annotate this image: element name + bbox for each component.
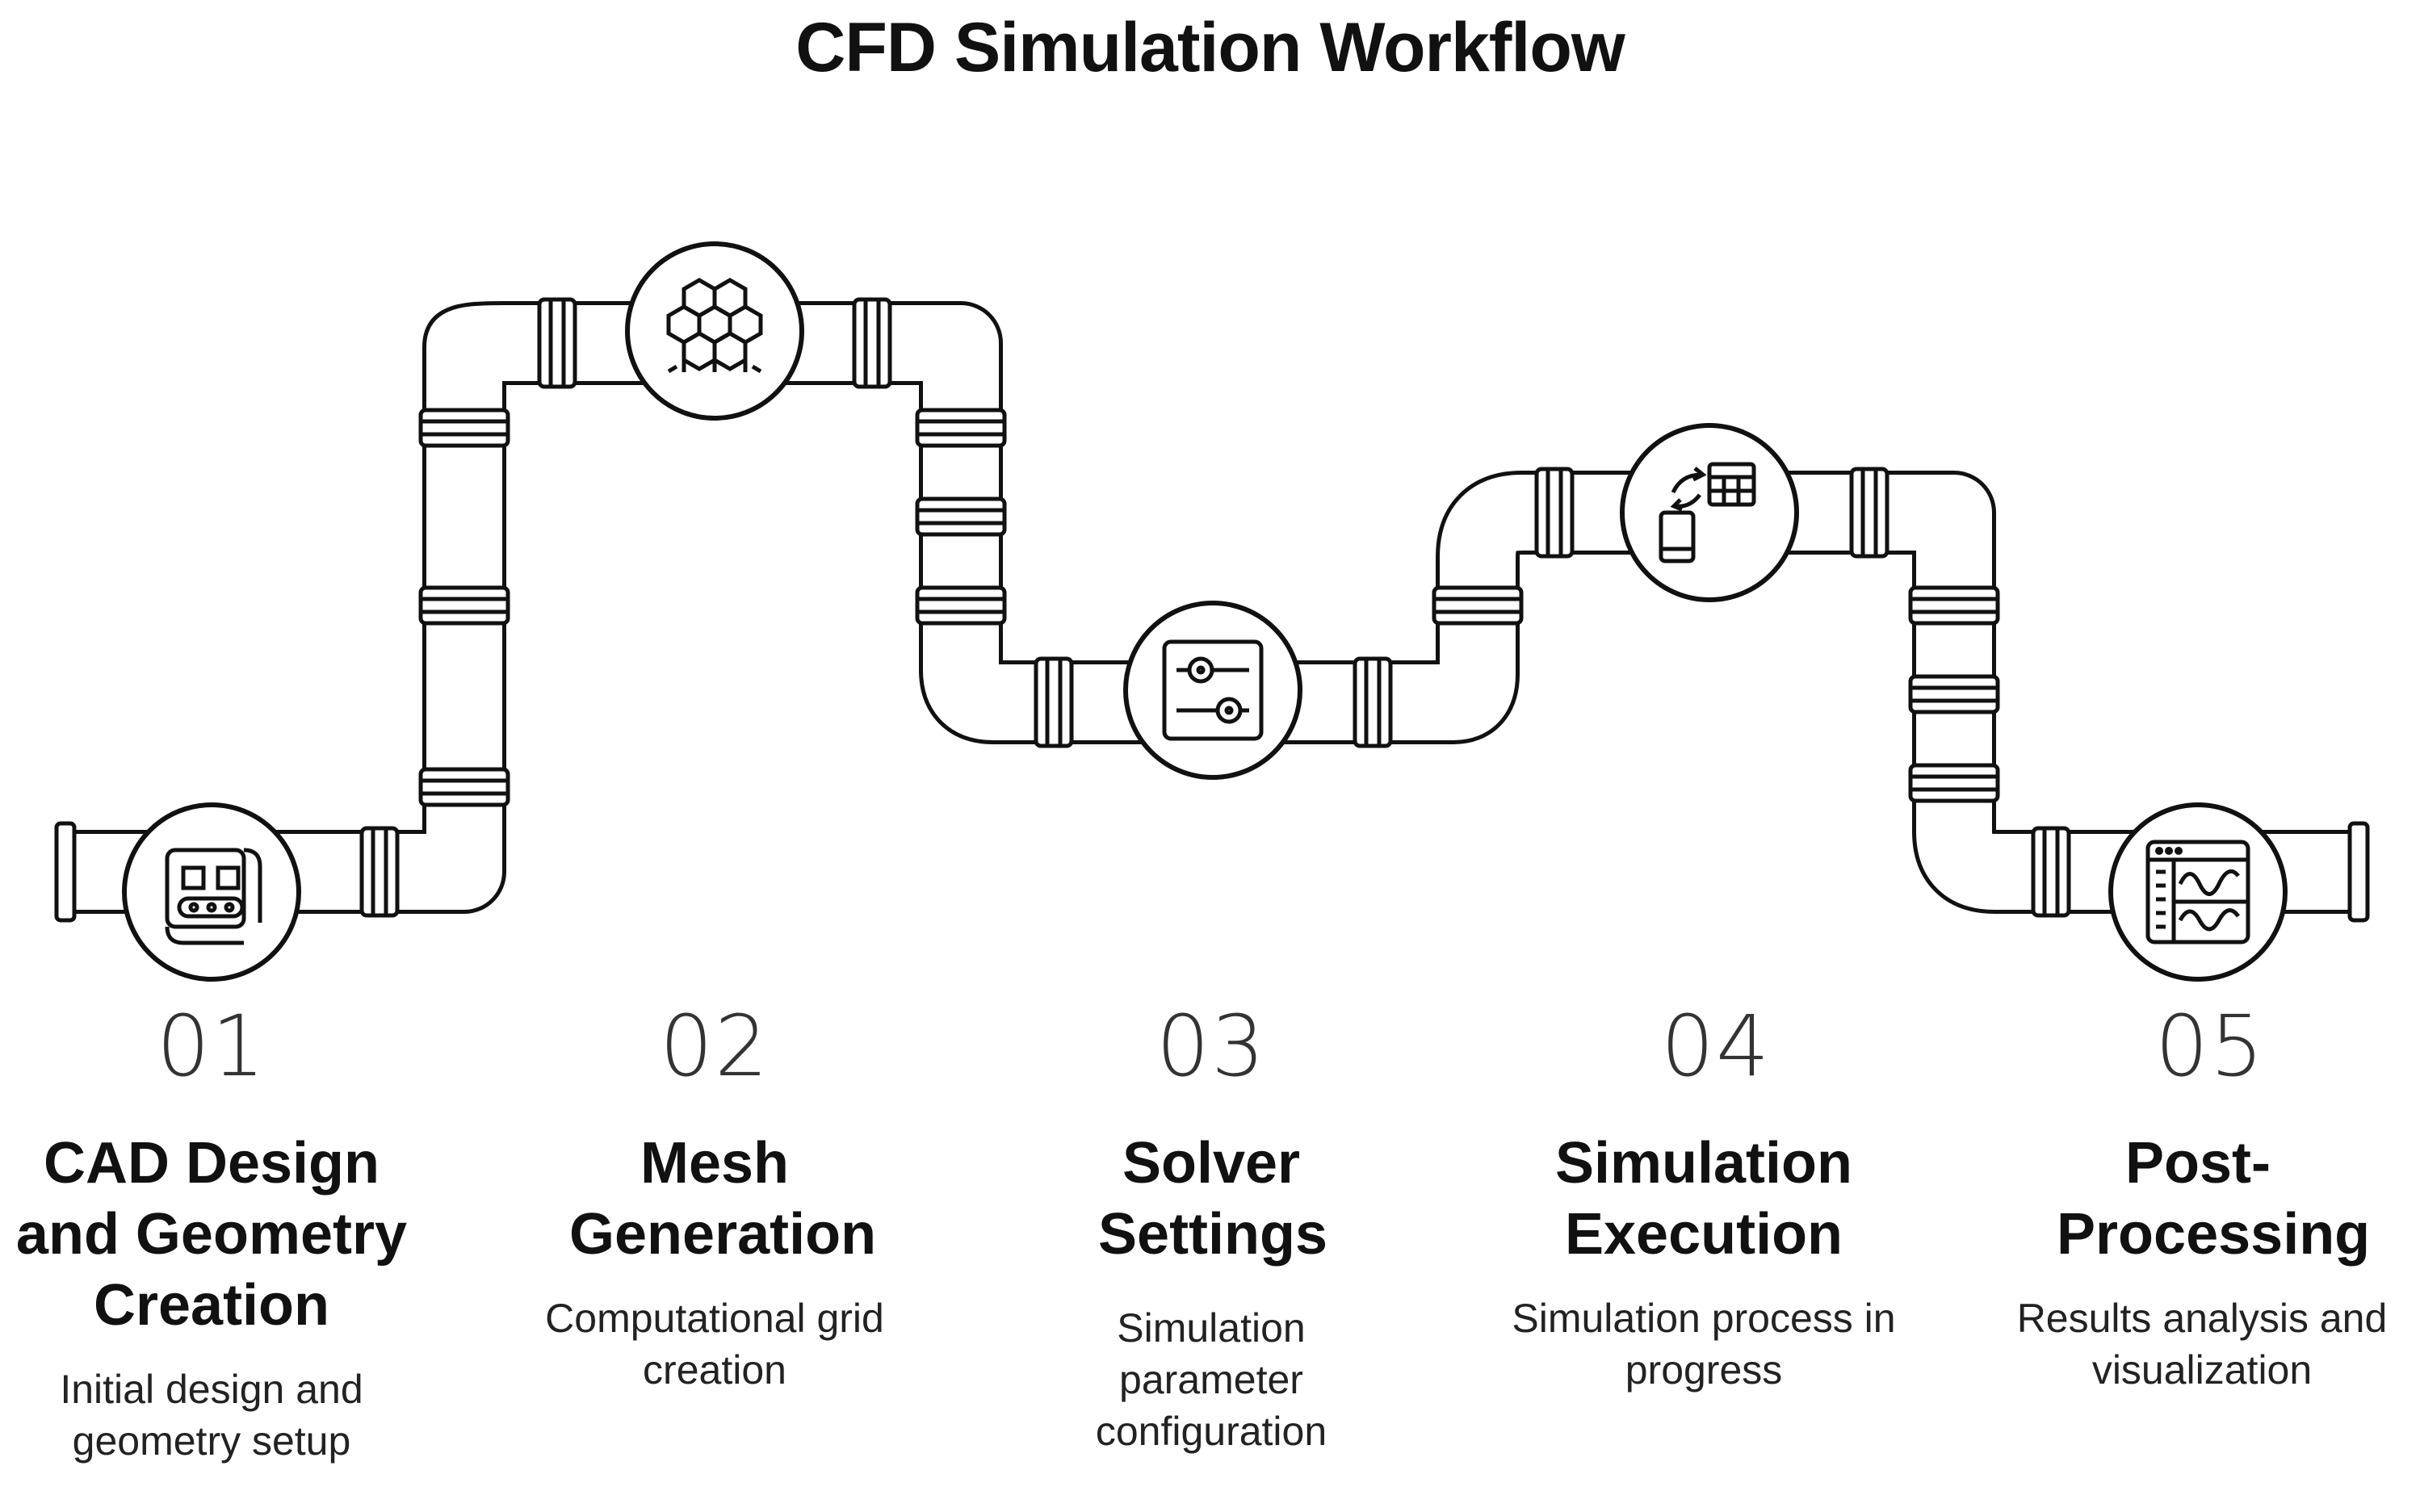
step-heading: Mesh Generation bbox=[569, 1131, 877, 1267]
mesh-hexagon-icon bbox=[625, 241, 804, 421]
cad-design-icon bbox=[122, 802, 301, 982]
execution-process-icon bbox=[1620, 423, 1799, 602]
step-heading: Solver Settings bbox=[1098, 1131, 1328, 1267]
step-heading: Post-Processing bbox=[2057, 1131, 2371, 1267]
step-number: 03 bbox=[1155, 997, 1267, 1095]
step-description: Computational grid creation bbox=[545, 1296, 884, 1393]
step-2: 02 Mesh Generation Computational grid cr… bbox=[489, 997, 941, 1396]
step-description: Results analysis and visualization bbox=[2016, 1296, 2388, 1393]
step-number: 04 bbox=[1660, 997, 1772, 1095]
step-description: Initial design and geometry setup bbox=[60, 1367, 363, 1464]
step-1: 01 CAD Design and Geometry Creation Init… bbox=[0, 997, 438, 1467]
sliders-settings-icon bbox=[1123, 601, 1302, 780]
diagram-title: CFD Simulation Workflow bbox=[795, 9, 1625, 86]
pipe-route bbox=[65, 301, 2362, 914]
step-number: 05 bbox=[2154, 997, 2266, 1095]
step-heading: CAD Design and Geometry Creation bbox=[15, 1131, 408, 1338]
step-heading: Simulation Execution bbox=[1554, 1131, 1852, 1267]
step-4: 04 Simulation Execution Simulation proce… bbox=[1478, 997, 1930, 1396]
step-3: 03 Solver Settings Simulation parameter … bbox=[985, 997, 1437, 1457]
step-number: 02 bbox=[659, 997, 770, 1095]
pipe-end-caps bbox=[54, 821, 2370, 923]
step-description: Simulation parameter configuration bbox=[1095, 1305, 1327, 1454]
step-5: 05 Post-Processing Results analysis and … bbox=[1968, 997, 2420, 1396]
results-chart-icon bbox=[2108, 802, 2288, 982]
step-number: 01 bbox=[156, 997, 267, 1095]
step-description: Simulation process in progress bbox=[1512, 1296, 1896, 1393]
